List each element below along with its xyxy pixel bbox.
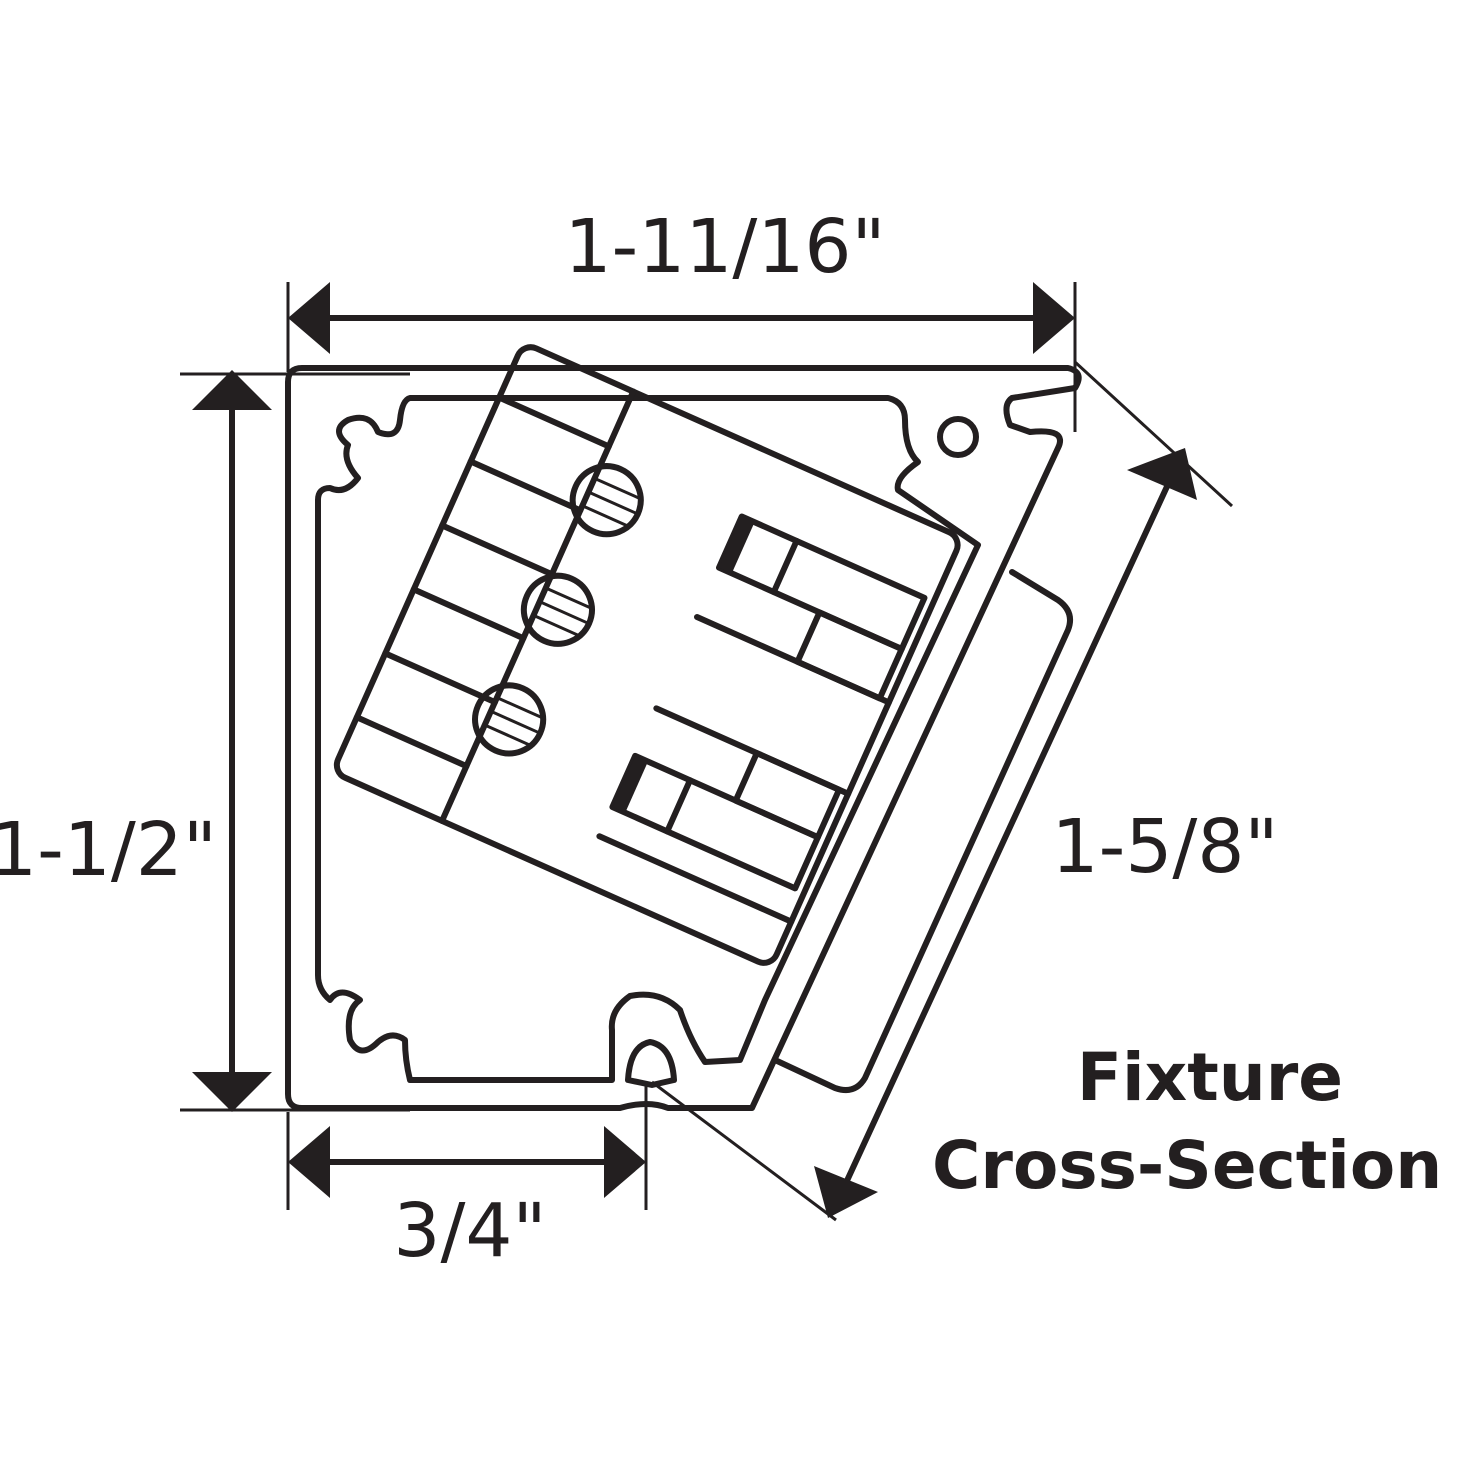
arrowhead-left [288, 1126, 330, 1198]
dimension-bottom-width [288, 1126, 646, 1198]
fixture-outer-profile [285, 365, 1082, 1111]
terminal-clip-upper [694, 513, 928, 706]
arrowhead-left [288, 282, 330, 354]
arrowhead-bottom [814, 1166, 878, 1218]
dim-label-top-width: 1-11/16" [564, 204, 885, 290]
contact-hole [569, 463, 644, 538]
dimension-top-width [288, 282, 1075, 354]
title-line-1: Fixture [1077, 1039, 1343, 1116]
fixture-rear-bracket [772, 569, 1073, 1093]
dim-label-left-height: 1-1/2" [0, 807, 217, 893]
title-line-2: Cross-Section [932, 1127, 1442, 1204]
arrowhead-up [192, 370, 272, 410]
socket-module [333, 344, 961, 966]
fixture-inner-profile [315, 395, 981, 1083]
fixture-body [285, 365, 1082, 1111]
dim-label-right-diagonal: 1-5/8" [1052, 804, 1279, 890]
contact-hole [520, 572, 595, 647]
arrowhead-right [1033, 282, 1075, 354]
arrowhead-down [192, 1072, 272, 1112]
terminal-clip-lower [596, 705, 852, 925]
notch-top-right [937, 416, 979, 458]
socket-module-outline [333, 344, 961, 966]
contact-hole [472, 682, 547, 757]
arrowhead-right [604, 1126, 646, 1198]
dimension-left-height [192, 370, 272, 1112]
dim-label-bottom-width: 3/4" [393, 1188, 546, 1274]
contact-holes [472, 463, 644, 757]
arrowhead-top [1127, 448, 1197, 500]
notch-bottom [625, 1039, 677, 1088]
contact-hole-hatching [484, 476, 641, 747]
dimension-right-diagonal [814, 448, 1197, 1218]
